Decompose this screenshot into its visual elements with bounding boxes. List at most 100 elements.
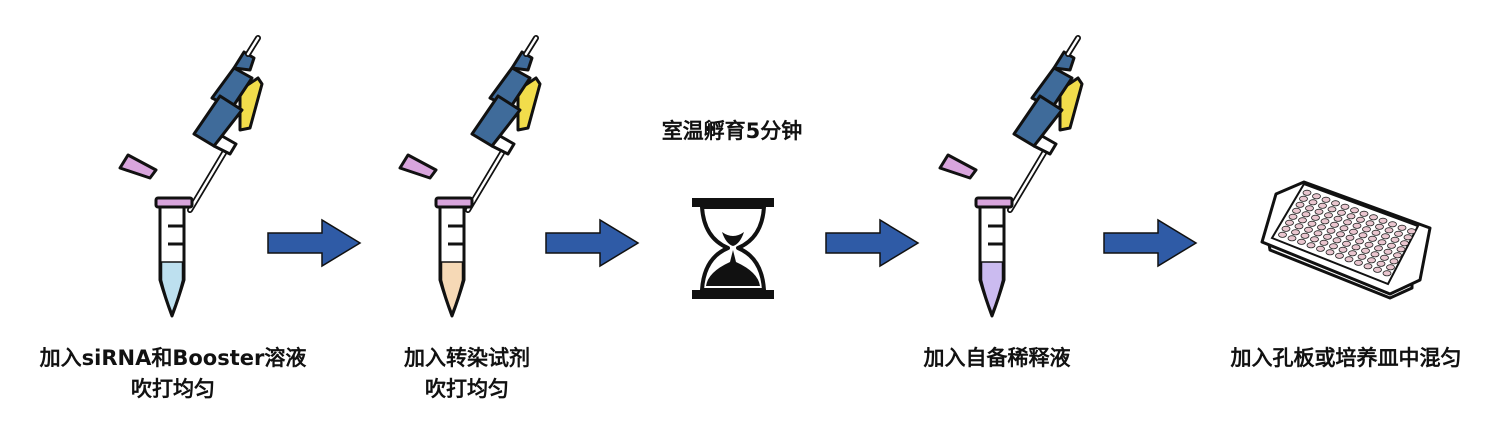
well — [1294, 223, 1304, 230]
well — [1381, 233, 1390, 240]
well — [1339, 225, 1349, 232]
well — [1365, 220, 1375, 227]
well — [1382, 270, 1392, 277]
arrow-icon — [1103, 218, 1198, 268]
well — [1314, 208, 1324, 215]
pipette-icon — [468, 38, 540, 210]
well — [1388, 221, 1397, 228]
well — [1348, 250, 1357, 257]
well — [1364, 241, 1374, 248]
well — [1313, 230, 1323, 237]
well — [1326, 227, 1336, 234]
tube-liquid — [980, 261, 1004, 316]
well — [1298, 217, 1307, 224]
well — [1323, 233, 1332, 240]
well — [1285, 219, 1294, 226]
step-2-line1: 加入转染试剂 — [404, 346, 530, 370]
well — [1370, 251, 1380, 258]
well — [1400, 240, 1409, 247]
well — [1333, 215, 1343, 222]
step-4-group — [938, 38, 1082, 318]
step-3-caption: 室温孵育5分钟 — [632, 116, 832, 147]
well — [1278, 231, 1287, 238]
pipette-icon — [190, 38, 262, 210]
arrow-icon — [545, 218, 640, 268]
well — [1374, 245, 1383, 252]
tube-icon — [118, 153, 194, 318]
plate-wells — [1278, 189, 1416, 277]
well — [1373, 266, 1382, 273]
well — [1389, 258, 1399, 265]
well — [1352, 222, 1362, 229]
well — [1380, 254, 1389, 261]
well — [1287, 235, 1297, 242]
well — [1350, 207, 1359, 214]
step-2-label: 加入转染试剂 吹打均匀 — [372, 343, 562, 405]
well — [1321, 196, 1331, 203]
well — [1387, 242, 1396, 249]
well — [1378, 217, 1388, 224]
well — [1335, 252, 1344, 259]
well — [1324, 212, 1333, 219]
arrow-icon — [267, 218, 362, 268]
well — [1356, 216, 1365, 223]
well — [1297, 238, 1306, 245]
step-2-group — [398, 38, 540, 318]
step-5-label: 加入孔板或培养皿中混匀 — [1196, 343, 1496, 374]
well — [1363, 263, 1373, 270]
well — [1310, 236, 1319, 243]
well — [1359, 210, 1369, 217]
well — [1390, 236, 1400, 243]
well — [1332, 237, 1342, 244]
well — [1396, 246, 1406, 253]
well — [1349, 228, 1358, 235]
well — [1357, 253, 1367, 260]
step-1-line1: 加入siRNA和Booster溶液 — [39, 346, 307, 370]
well — [1299, 195, 1308, 202]
well — [1383, 248, 1393, 255]
well — [1302, 189, 1312, 196]
well — [1355, 238, 1364, 245]
well — [1361, 247, 1370, 254]
well — [1329, 243, 1338, 250]
well — [1316, 245, 1325, 252]
flow-arrows — [267, 218, 1198, 268]
well — [1386, 264, 1395, 271]
well — [1403, 234, 1413, 241]
hourglass-icon — [692, 198, 774, 299]
step-1-line2: 吹打均匀 — [131, 377, 215, 401]
well-plate-icon — [1260, 180, 1432, 300]
well — [1327, 206, 1337, 213]
step-1-group — [118, 38, 262, 318]
step-2-line2: 吹打均匀 — [425, 377, 509, 401]
well — [1340, 203, 1350, 210]
well — [1319, 239, 1329, 246]
well — [1308, 199, 1318, 206]
step-4-label: 加入自备稀释液 — [892, 343, 1102, 374]
well — [1300, 232, 1310, 239]
well — [1354, 259, 1363, 266]
well — [1304, 226, 1313, 233]
well — [1397, 224, 1407, 231]
well — [1292, 207, 1301, 214]
pipette-icon — [1010, 38, 1082, 210]
well — [1337, 209, 1346, 216]
well — [1375, 223, 1384, 230]
well — [1377, 239, 1387, 246]
well — [1311, 214, 1320, 221]
well — [1336, 231, 1345, 238]
tube-liquid — [440, 261, 464, 316]
step-1-label: 加入siRNA和Booster溶液 吹打均匀 — [20, 343, 326, 405]
well — [1384, 227, 1394, 234]
step-4-line1: 加入自备稀释液 — [923, 346, 1071, 370]
well — [1291, 229, 1300, 236]
arrow-icon — [825, 218, 920, 268]
well — [1344, 256, 1354, 263]
incubation-caption: 室温孵育5分钟 — [661, 119, 803, 143]
well — [1325, 249, 1335, 256]
well — [1407, 228, 1416, 235]
well — [1345, 234, 1355, 241]
well — [1371, 229, 1381, 236]
well — [1288, 213, 1298, 220]
